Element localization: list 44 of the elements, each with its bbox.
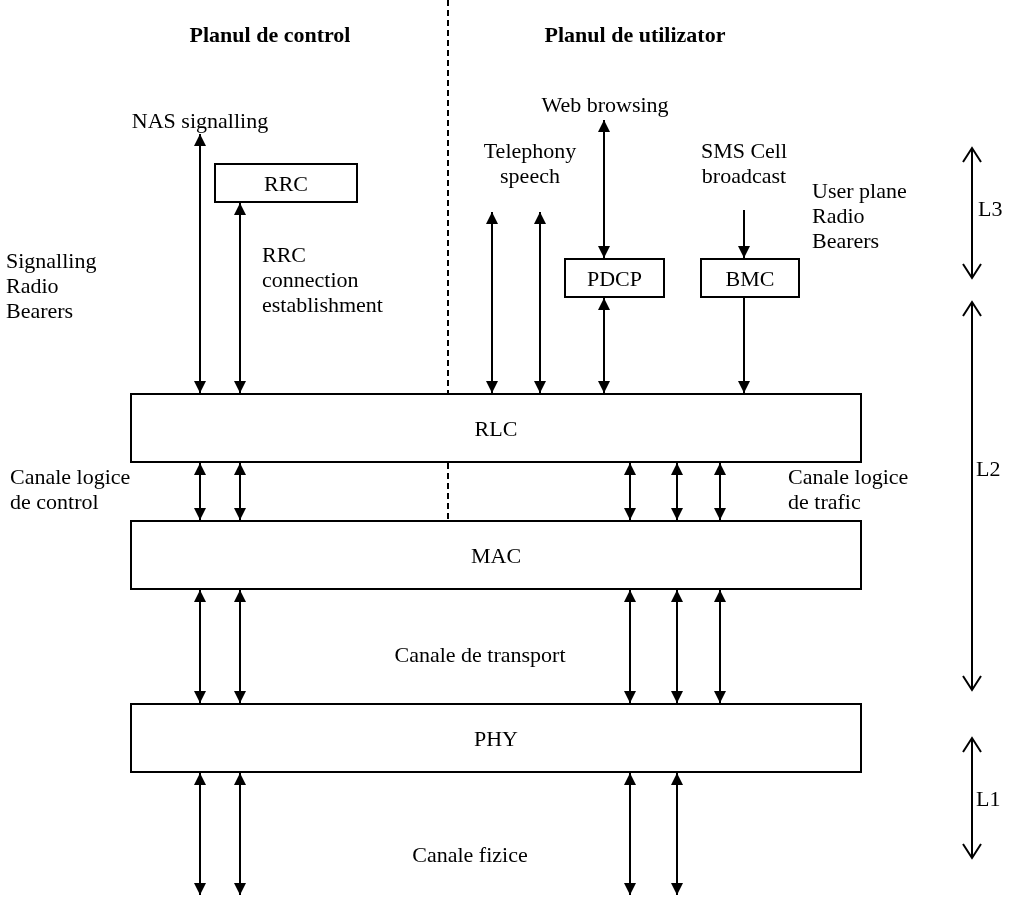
annotation-label: Canale logice de trafic: [788, 464, 910, 514]
layer-box: RLC: [130, 393, 862, 463]
arrow: [671, 589, 683, 704]
arrow: [671, 462, 683, 521]
annotation-label: User plane Radio Bearers: [812, 178, 908, 253]
endpoint-label: SMS Cell broadcast: [684, 138, 804, 210]
arrow: [624, 589, 636, 704]
endpoint-label: Telephony speech: [468, 138, 592, 212]
annotation-label: Canale logice de control: [10, 464, 132, 514]
arrow: [194, 133, 206, 394]
arrow: [234, 462, 246, 521]
endpoint-label: Web browsing: [520, 92, 690, 120]
arrow: [486, 211, 498, 394]
annotation-label: RRC connection establishment: [262, 242, 384, 317]
arrow: [194, 462, 206, 521]
arrow: [234, 772, 246, 896]
arrow: [234, 589, 246, 704]
arrow: [194, 772, 206, 896]
layer-box: MAC: [130, 520, 862, 590]
layer-box: PDCP: [564, 258, 665, 298]
endpoint-label: NAS signalling: [110, 108, 290, 134]
layer-box: BMC: [700, 258, 800, 298]
annotation-label: Canale fizice: [411, 842, 529, 867]
annotation-label: Signalling Radio Bearers: [6, 248, 98, 323]
annotation-label: L3: [978, 196, 1004, 221]
arrow: [598, 119, 610, 259]
plane-heading: Planul de control: [188, 22, 352, 47]
layer-box: RRC: [214, 163, 358, 203]
annotation-label: L1: [976, 786, 1002, 811]
arrow: [714, 589, 726, 704]
arrow: [534, 211, 546, 394]
arrow: [714, 462, 726, 521]
arrow: [194, 589, 206, 704]
arrow: [624, 462, 636, 521]
plane-heading: Planul de utilizator: [543, 22, 727, 47]
arrow: [671, 772, 683, 896]
arrow: [738, 297, 750, 394]
arrow: [624, 772, 636, 896]
arrow: [598, 297, 610, 394]
annotation-label: Canale de transport: [393, 642, 567, 667]
layer-box: PHY: [130, 703, 862, 773]
annotation-label: L2: [976, 456, 1002, 481]
arrow: [234, 202, 246, 394]
arrow: [738, 209, 750, 259]
